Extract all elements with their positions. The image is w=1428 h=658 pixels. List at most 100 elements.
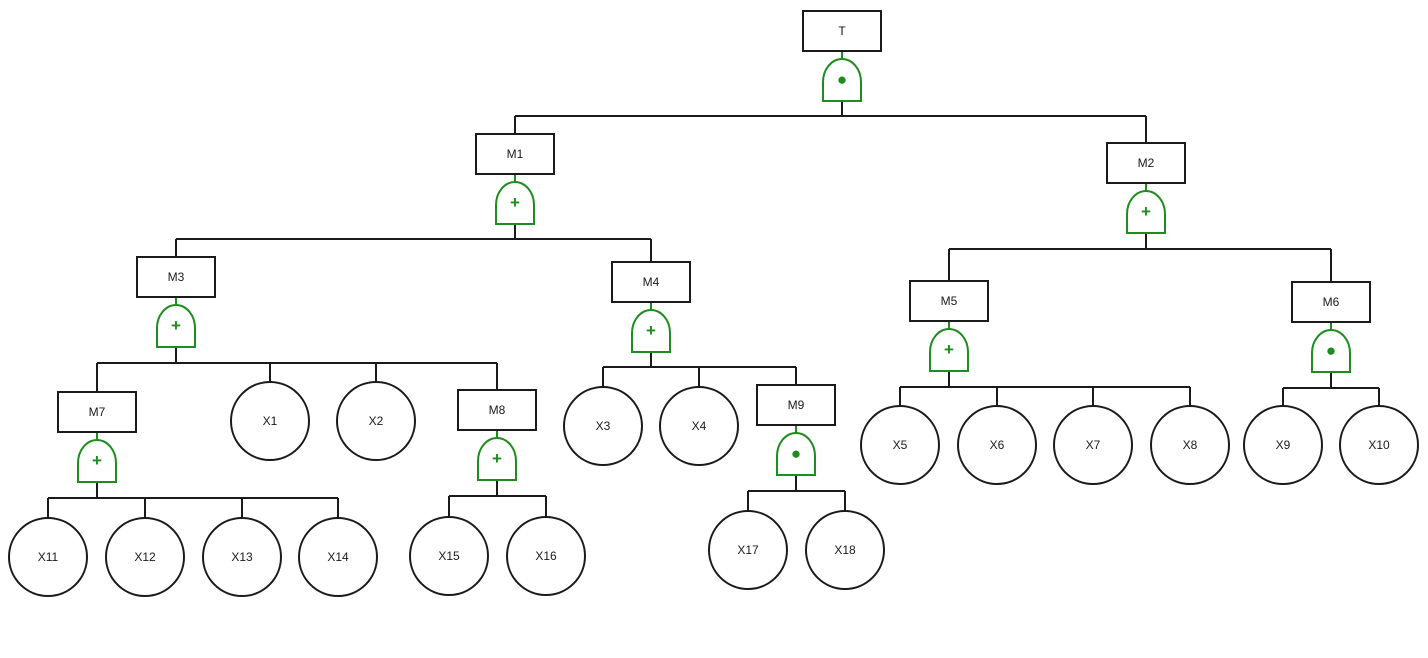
basic-event-circle [1053,405,1133,485]
gate-m1-or: + [495,181,535,225]
basic-event-circle [202,517,282,597]
or-gate-shape [495,181,535,225]
basic-event-label: X13 [231,550,253,564]
event-box-m2: M2 [1106,142,1186,184]
event-label: M9 [788,398,805,412]
and-gate-shape [776,432,816,476]
basic-event-x4: X4 [659,386,739,466]
or-gate-shape [1126,190,1166,234]
basic-event-label: X17 [737,543,759,557]
gate-m2-or: + [1126,190,1166,234]
and-gate-shape [822,58,862,102]
event-box-m4: M4 [611,261,691,303]
and-gate-symbol: ● [1326,341,1336,360]
basic-event-label: X16 [535,549,557,563]
basic-event-x2: X2 [336,381,416,461]
event-box-m9: M9 [756,384,836,426]
basic-event-circle [1150,405,1230,485]
basic-event-label: X9 [1276,438,1291,452]
basic-event-x14: X14 [298,517,378,597]
basic-event-x12: X12 [105,517,185,597]
tree-gates: ● + + + + + ● + + ● [77,58,1351,483]
event-box-m5: M5 [909,280,989,322]
event-rect [756,384,836,426]
basic-event-x16: X16 [506,516,586,596]
event-label: M3 [168,270,185,284]
gate-m8-or: + [477,437,517,481]
event-rect [136,256,216,298]
basic-event-label: X4 [692,419,707,433]
event-label: M1 [507,147,524,161]
event-box-m8: M8 [457,389,537,431]
basic-event-label: X12 [134,550,156,564]
gate-m6-and: ● [1311,329,1351,373]
basic-event-x18: X18 [805,510,885,590]
basic-event-circle [105,517,185,597]
event-label: M6 [1323,295,1340,309]
event-box-m3: M3 [136,256,216,298]
or-gate-shape [477,437,517,481]
basic-event-circle [409,516,489,596]
basic-event-x10: X10 [1339,405,1419,485]
gate-m9-and: ● [776,432,816,476]
basic-event-x8: X8 [1150,405,1230,485]
or-gate-symbol: + [646,321,656,340]
basic-event-circle [230,381,310,461]
event-label: M5 [941,294,958,308]
event-box-m1: M1 [475,133,555,175]
and-gate-symbol: ● [791,444,801,463]
basic-event-circle [8,517,88,597]
basic-event-label: X10 [1368,438,1390,452]
basic-event-x9: X9 [1243,405,1323,485]
basic-event-circle [805,510,885,590]
or-gate-shape [929,328,969,372]
or-gate-symbol: + [1141,202,1151,221]
or-gate-symbol: + [510,193,520,212]
or-gate-symbol: + [944,340,954,359]
basic-event-x7: X7 [1053,405,1133,485]
gate-m3-or: + [156,304,196,348]
basic-event-label: X15 [438,549,460,563]
basic-event-x11: X11 [8,517,88,597]
and-gate-shape [1311,329,1351,373]
gate-t-and: ● [822,58,862,102]
or-gate-symbol: + [92,451,102,470]
basic-event-label: X18 [834,543,856,557]
event-label: M8 [489,403,506,417]
basic-event-circle [563,386,643,466]
gate-m5-or: + [929,328,969,372]
event-rect [57,391,137,433]
basic-event-x1: X1 [230,381,310,461]
or-gate-symbol: + [492,449,502,468]
event-box-m6: M6 [1291,281,1371,323]
basic-event-label: X14 [327,550,349,564]
event-rect [909,280,989,322]
event-box-m7: M7 [57,391,137,433]
basic-event-label: X5 [893,438,908,452]
event-box-t: T [802,10,882,52]
basic-event-x15: X15 [409,516,489,596]
gate-m7-or: + [77,439,117,483]
basic-event-circle [860,405,940,485]
event-rect [1291,281,1371,323]
event-label: M2 [1138,156,1155,170]
basic-event-label: X2 [369,414,384,428]
basic-event-label: X3 [596,419,611,433]
or-gate-symbol: + [171,316,181,335]
basic-event-circle [659,386,739,466]
basic-event-circle [708,510,788,590]
basic-event-x3: X3 [563,386,643,466]
event-rect [1106,142,1186,184]
basic-event-circle [298,517,378,597]
basic-event-label: X6 [990,438,1005,452]
and-gate-symbol: ● [837,70,847,89]
or-gate-shape [631,309,671,353]
basic-event-circle [336,381,416,461]
basic-event-circle [1243,405,1323,485]
basic-event-label: X8 [1183,438,1198,452]
basic-event-label: X11 [38,550,59,564]
basic-event-x5: X5 [860,405,940,485]
basic-event-label: X1 [263,414,278,428]
